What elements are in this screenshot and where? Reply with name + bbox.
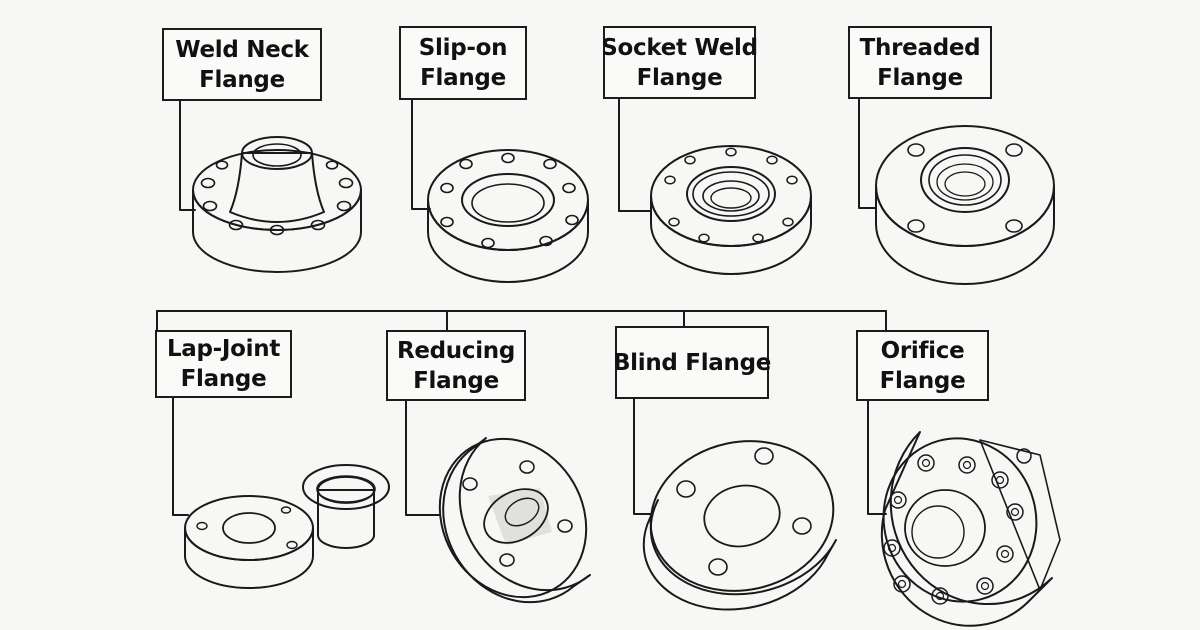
label-line-1: Lap-Joint bbox=[166, 336, 281, 362]
socket-weld-flange-icon bbox=[650, 145, 812, 275]
label-line-1: Blind Flange bbox=[612, 349, 772, 376]
threaded-flange-icon bbox=[875, 125, 1055, 285]
connector-lines bbox=[156, 98, 887, 516]
label-line-2: Flange bbox=[420, 65, 506, 91]
label-reducing-flange: Reducing Flange bbox=[386, 330, 526, 401]
label-blind-flange: Blind Flange bbox=[612, 326, 772, 399]
lap-joint-flange-icon bbox=[184, 464, 390, 589]
slip-on-flange-icon bbox=[427, 149, 589, 283]
blind-flange-icon bbox=[642, 440, 837, 611]
label-line-2: Flange bbox=[877, 64, 963, 91]
label-socket-weld-flange: Socket Weld Flange bbox=[601, 26, 758, 99]
label-line-1: Threaded bbox=[859, 34, 981, 61]
label-line-1: Orifice bbox=[880, 337, 965, 364]
label-line-2: Flange bbox=[413, 367, 499, 394]
label-line-1: Slip-on bbox=[418, 35, 508, 61]
label-line-2: Flange bbox=[879, 367, 966, 394]
label-weld-neck-flange: Weld Neck Flange bbox=[162, 28, 322, 101]
label-line-1: Weld Neck bbox=[175, 36, 309, 63]
label-line-2: Flange bbox=[180, 366, 267, 392]
label-line-1: Reducing bbox=[396, 337, 516, 364]
label-orifice-flange: Orifice Flange bbox=[856, 330, 989, 401]
reducing-flange-icon bbox=[438, 437, 591, 604]
orifice-flange-icon bbox=[880, 431, 1061, 627]
weld-neck-flange-icon bbox=[192, 136, 362, 273]
label-threaded-flange: Threaded Flange bbox=[848, 26, 992, 99]
label-line-2: Flange bbox=[199, 66, 285, 93]
label-lap-joint-flange: Lap-Joint Flange bbox=[155, 330, 292, 398]
label-line-2: Flange bbox=[636, 64, 723, 91]
label-slip-on-flange: Slip-on Flange bbox=[399, 26, 527, 100]
label-line-1: Socket Weld bbox=[601, 34, 758, 61]
